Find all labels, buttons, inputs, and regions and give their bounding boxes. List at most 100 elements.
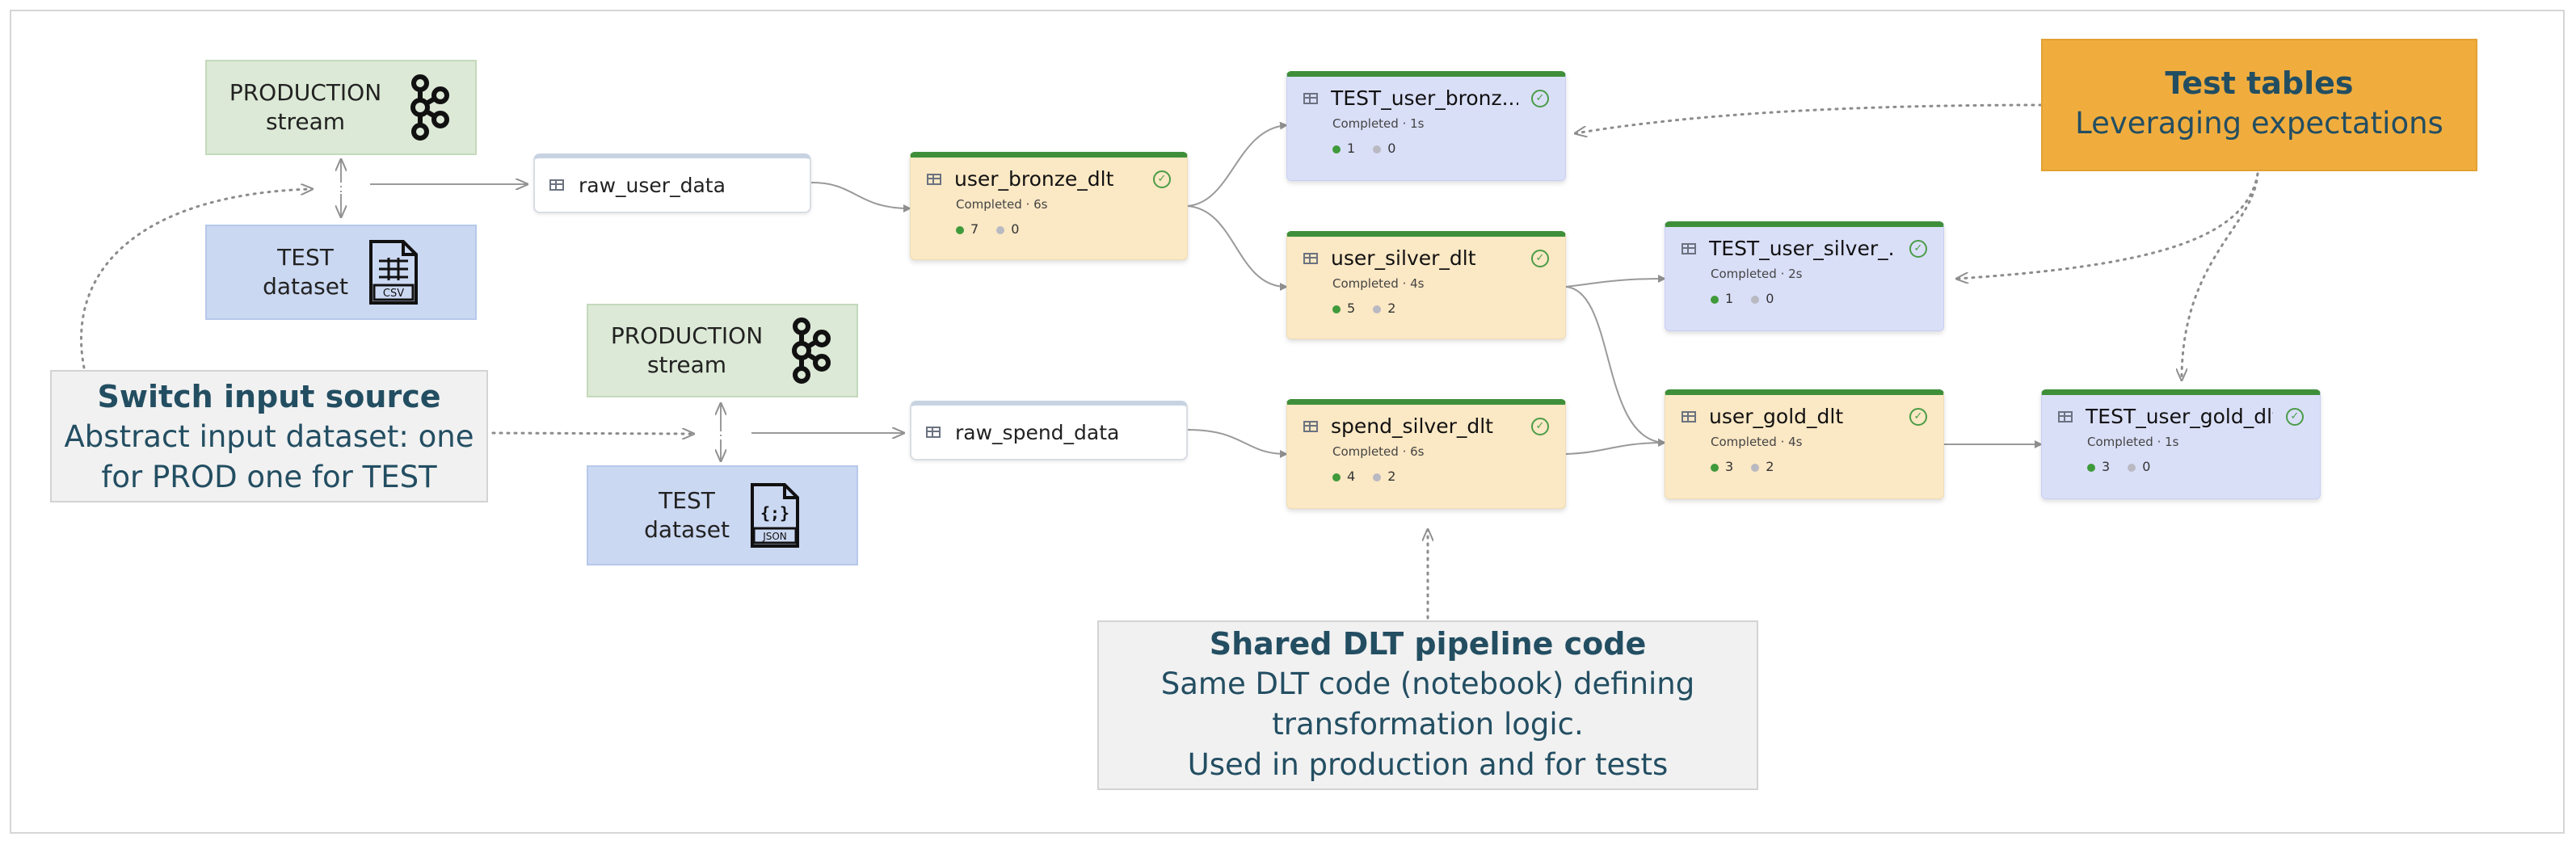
callout-body-line: Leveraging expectations (2075, 106, 2443, 141)
test-dataset-box-2: TEST dataset {;} JSON (587, 465, 858, 565)
table-icon (1682, 242, 1696, 254)
callout-body-line: Used in production and for tests (1187, 747, 1669, 782)
callout-title: Shared DLT pipeline code (1209, 626, 1647, 662)
raw-spend-data-label: raw_spend_data (955, 420, 1120, 444)
node-title: user_bronze_dlt (954, 167, 1114, 191)
passed-dot-icon (1332, 473, 1341, 481)
failed-dot-icon (1751, 463, 1760, 472)
check-icon: ✓ (1909, 239, 1927, 258)
check-icon: ✓ (1909, 407, 1927, 426)
failed-count: 2 (1387, 469, 1396, 484)
test-dataset-box-1: TEST dataset CSV (205, 225, 477, 320)
failed-dot-icon (1373, 473, 1382, 481)
json-glyph: {;} (760, 503, 789, 523)
passed-count: 1 (1725, 291, 1734, 306)
table-icon (549, 179, 564, 191)
table-icon (927, 173, 941, 185)
callout-title: Switch input source (97, 379, 441, 414)
user-gold-dlt-node[interactable]: user_gold_dlt ✓ Completed · 4s 3 2 (1665, 389, 1944, 499)
edge-raw-spend-spend-silver (1187, 429, 1288, 458)
table-icon (1303, 252, 1318, 264)
callout-body-line: Same DLT code (notebook) defining (1160, 666, 1695, 701)
spend-silver-dlt-node[interactable]: spend_silver_dlt ✓ Completed · 6s 4 2 (1286, 399, 1566, 509)
node-status: Completed · 1s (1332, 116, 1425, 131)
shared-dlt-code-callout: Shared DLT pipeline code Same DLT code (… (1097, 620, 1758, 790)
passed-count: 1 (1347, 141, 1356, 156)
passed-count: 3 (2102, 459, 2111, 474)
csv-badge: CSV (383, 288, 404, 300)
passed-dot-icon (1332, 305, 1341, 313)
edge-bronze-test-bronze (1187, 121, 1288, 207)
node-title: TEST_user_gold_dlt (2086, 405, 2273, 428)
node-title: TEST_user_bronz... (1331, 86, 1518, 110)
node-status: Completed · 4s (1332, 276, 1425, 291)
kafka-icon (401, 74, 452, 141)
failed-count: 2 (1387, 301, 1396, 316)
check-icon: ✓ (1531, 249, 1549, 267)
edge-raw-user-bronze (810, 182, 911, 212)
diagram-frame (10, 10, 2565, 834)
callout-body-line: transformation logic. (1272, 707, 1584, 742)
production-stream-sublabel-2: stream (646, 351, 727, 378)
leader-test-to-bronze (1576, 103, 2043, 133)
node-status: Completed · 6s (1332, 444, 1425, 459)
test-dataset-sublabel-1: dataset (263, 273, 348, 300)
production-stream-box-1: PRODUCTION stream (205, 60, 477, 155)
kafka-icon (782, 317, 834, 384)
user-bronze-dlt-node[interactable]: user_bronze_dlt ✓ Completed · 6s 7 0 (910, 152, 1188, 260)
production-stream-label-1: PRODUCTION (229, 79, 382, 106)
failed-dot-icon (1373, 145, 1382, 153)
failed-dot-icon (996, 225, 1005, 234)
node-title: TEST_user_silver_... (1709, 237, 1896, 260)
table-icon (1303, 92, 1318, 104)
edge-bronze-user-silver (1187, 205, 1288, 291)
node-title: spend_silver_dlt (1331, 414, 1493, 438)
node-status: Completed · 4s (1711, 435, 1803, 449)
passed-dot-icon (956, 225, 964, 234)
edge-silver-user-gold (1565, 286, 1666, 447)
node-status: Completed · 2s (1711, 267, 1803, 281)
passed-count: 7 (970, 221, 979, 237)
raw-user-data-node[interactable]: raw_user_data (533, 153, 811, 213)
leader-test-to-gold (2182, 172, 2259, 380)
failed-count: 0 (1011, 221, 1020, 237)
test-user-gold-node[interactable]: TEST_user_gold_dlt ✓ Completed · 1s 3 0 (2041, 389, 2321, 499)
node-title: user_silver_dlt (1331, 246, 1476, 270)
test-dataset-sublabel-2: dataset (644, 516, 730, 543)
test-user-bronze-node[interactable]: TEST_user_bronz... ✓ Completed · 1s 1 0 (1286, 71, 1566, 181)
check-icon: ✓ (1531, 89, 1549, 107)
failed-count: 0 (1387, 141, 1396, 156)
user-silver-dlt-node[interactable]: user_silver_dlt ✓ Completed · 4s 5 2 (1286, 231, 1566, 339)
switch-input-source-callout: Switch input source Abstract input datas… (50, 370, 488, 502)
callout-body-line: Abstract input dataset: one (64, 419, 474, 454)
passed-dot-icon (1332, 145, 1341, 153)
table-icon (1303, 420, 1318, 432)
json-badge: JSON (762, 531, 787, 542)
failed-dot-icon (2128, 463, 2136, 472)
raw-spend-data-node[interactable]: raw_spend_data (910, 401, 1188, 460)
table-icon (926, 427, 941, 438)
test-tables-callout: Test tables Leveraging expectations (2041, 39, 2477, 171)
node-status: Completed · 1s (2087, 435, 2179, 449)
callout-title: Test tables (2165, 65, 2354, 101)
json-file-icon: {;} JSON (749, 483, 801, 548)
passed-dot-icon (1711, 295, 1719, 304)
passed-count: 3 (1725, 459, 1734, 474)
leader-test-to-silver (1957, 172, 2259, 279)
node-title: user_gold_dlt (1709, 405, 1844, 428)
csv-file-icon: CSV (368, 240, 419, 305)
production-stream-label-2: PRODUCTION (610, 322, 764, 349)
check-icon: ✓ (1531, 417, 1549, 435)
failed-count: 0 (1766, 291, 1774, 306)
check-icon: ✓ (2286, 407, 2304, 426)
edge-spend-silver-user-gold (1565, 439, 1666, 455)
leader-switch-to-source2 (491, 433, 693, 434)
test-user-silver-node[interactable]: TEST_user_silver_... ✓ Completed · 2s 1 … (1665, 221, 1944, 331)
edge-silver-test-silver (1565, 275, 1666, 288)
table-icon (1682, 410, 1696, 422)
passed-count: 4 (1347, 469, 1356, 484)
passed-dot-icon (2087, 463, 2095, 472)
callout-body-line: for PROD one for TEST (101, 460, 437, 494)
passed-dot-icon (1711, 463, 1719, 472)
